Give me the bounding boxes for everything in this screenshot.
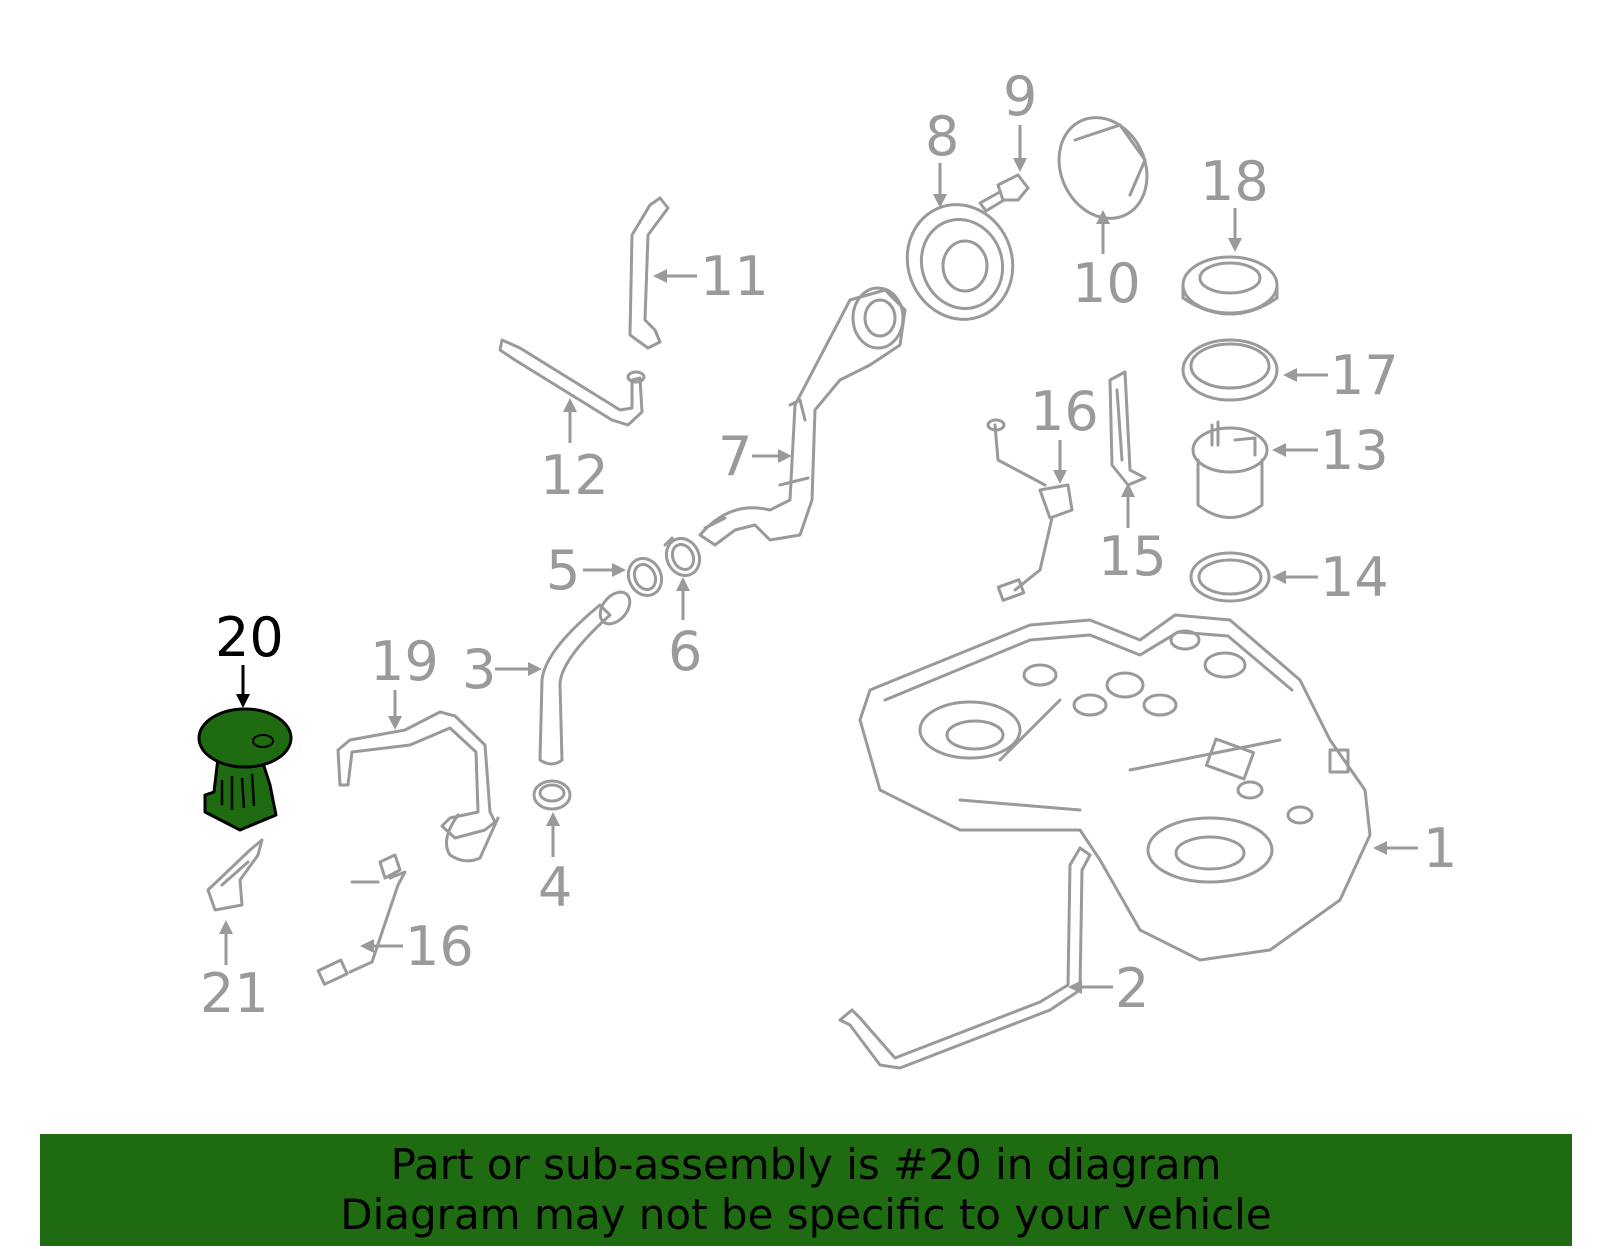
part-1-fuel-tank bbox=[858, 613, 1372, 962]
part-8-housing bbox=[905, 203, 1015, 321]
banner-line-1: Part or sub-assembly is #20 in diagram bbox=[390, 1140, 1222, 1189]
callout-10: 10 bbox=[1072, 252, 1141, 315]
callout-14: 14 bbox=[1320, 546, 1389, 609]
callout-8: 8 bbox=[925, 105, 959, 168]
part-16-upper-sending-unit bbox=[986, 418, 1074, 602]
callout-1: 1 bbox=[1423, 817, 1457, 880]
part-16-lower-sending-unit bbox=[316, 853, 407, 986]
part-17-gasket bbox=[1181, 338, 1279, 402]
callout-21: 21 bbox=[200, 962, 269, 1025]
callout-9: 9 bbox=[1003, 65, 1037, 128]
part-3-hose bbox=[538, 590, 632, 766]
callout-13: 13 bbox=[1320, 419, 1389, 482]
part-14-seal bbox=[1189, 551, 1271, 603]
callout-7: 7 bbox=[718, 425, 752, 488]
callout-16-lower: 16 bbox=[405, 915, 474, 978]
callout-16-upper: 16 bbox=[1030, 380, 1099, 443]
part-5-clamp bbox=[626, 557, 664, 597]
part-21-bracket bbox=[206, 838, 264, 912]
info-banner: Part or sub-assembly is #20 in diagram D… bbox=[40, 1134, 1572, 1246]
callout-11: 11 bbox=[700, 245, 769, 308]
callout-6: 6 bbox=[668, 620, 702, 683]
callout-2: 2 bbox=[1115, 957, 1149, 1020]
part-13-filter bbox=[1191, 420, 1269, 519]
part-15-bracket bbox=[1108, 370, 1147, 487]
part-10-fuel-door bbox=[1057, 116, 1149, 220]
part-20-fuel-pump-module bbox=[197, 707, 293, 832]
part-11-vent-pipe bbox=[628, 196, 670, 350]
part-7-filler-neck bbox=[698, 286, 907, 547]
callout-3: 3 bbox=[462, 638, 496, 701]
part-12-tube bbox=[498, 338, 646, 427]
callout-20: 20 bbox=[215, 606, 284, 669]
callout-labels: 1 2 3 4 5 6 7 8 9 10 11 12 13 14 15 16 1… bbox=[200, 65, 1457, 1025]
callout-17: 17 bbox=[1330, 344, 1399, 407]
leader-arrows bbox=[219, 125, 1418, 994]
part-6-clamp bbox=[663, 536, 702, 577]
part-9-bolt bbox=[978, 173, 1030, 213]
callout-15: 15 bbox=[1098, 525, 1167, 588]
part-19-tube bbox=[336, 710, 500, 863]
banner-line-2: Diagram may not be specific to your vehi… bbox=[340, 1190, 1272, 1239]
callout-4: 4 bbox=[538, 856, 572, 919]
callout-18: 18 bbox=[1200, 150, 1269, 213]
part-4-ring bbox=[532, 779, 572, 811]
part-2-strap bbox=[838, 846, 1092, 1070]
callout-19: 19 bbox=[370, 630, 439, 693]
part-18-lock-ring bbox=[1181, 255, 1279, 316]
callout-5: 5 bbox=[546, 539, 580, 602]
callout-12: 12 bbox=[540, 444, 609, 507]
